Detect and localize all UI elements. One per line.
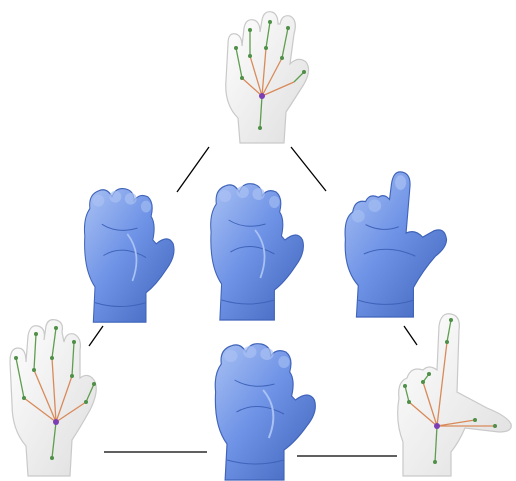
skeleton-hand-bottom-left: [10, 320, 96, 476]
connector-top-right: [291, 147, 326, 191]
connector-top-left: [177, 147, 209, 192]
connector-left-bottomleft: [89, 326, 103, 346]
mesh-hand-right: [345, 172, 447, 317]
skeleton-hand-bottom-right: [398, 314, 512, 476]
mesh-hand-bottom: [215, 344, 315, 480]
skeleton-hand-top: [226, 12, 309, 143]
mesh-hand-center: [211, 184, 304, 320]
mesh-hand-left: [84, 189, 174, 323]
connector-right-bottomright: [404, 326, 417, 345]
